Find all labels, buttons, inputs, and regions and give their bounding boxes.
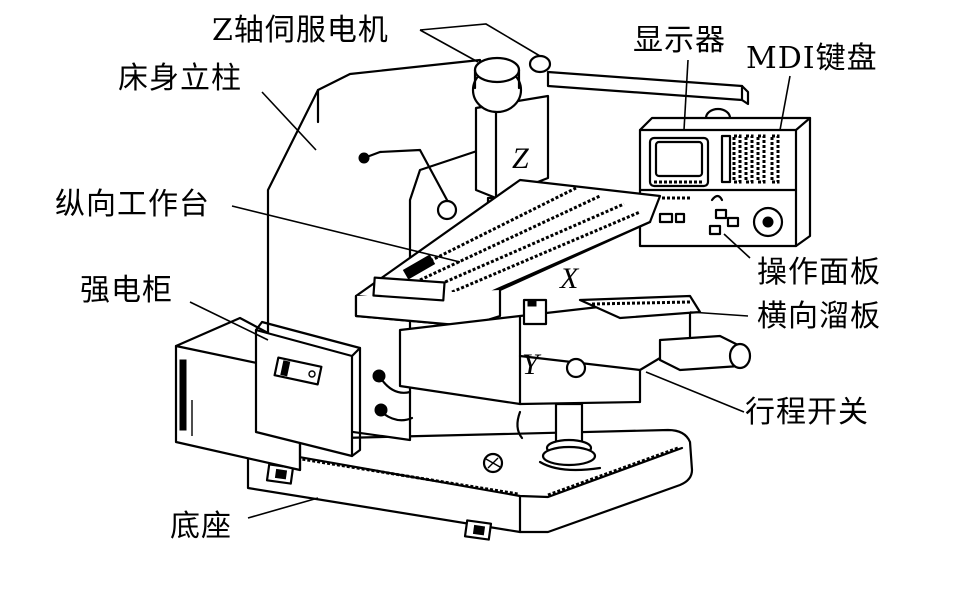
column-drawing (254, 58, 482, 458)
leader-lines (189, 23, 791, 519)
lift-screw-drawing (516, 402, 602, 472)
longitudinal-table-drawing (354, 178, 662, 328)
label-cross-slide: 横向溜板 (757, 299, 881, 334)
axis-label-y: Y (522, 348, 539, 381)
label-base: 底座 (170, 509, 232, 544)
label-z-servo-motor: Z轴伺服电机 (212, 13, 389, 48)
axis-label-z: Z (512, 142, 529, 175)
label-limit-switch: 行程开关 (745, 395, 869, 430)
label-electrical-cabinet: 强电柜 (80, 273, 173, 308)
spindle-head-drawing (358, 54, 552, 242)
label-operation-panel: 操作面板 (757, 255, 881, 290)
label-column: 床身立柱 (118, 61, 242, 96)
label-display: 显示器 (633, 23, 726, 58)
mdi-keys (720, 134, 780, 184)
label-mdi-keyboard: MDI键盘 (746, 41, 878, 76)
cross-slide-drawing (398, 294, 752, 406)
control-panel-drawing (638, 116, 812, 248)
axis-label-x: X (560, 262, 579, 295)
label-longitudinal-table: 纵向工作台 (55, 187, 210, 222)
